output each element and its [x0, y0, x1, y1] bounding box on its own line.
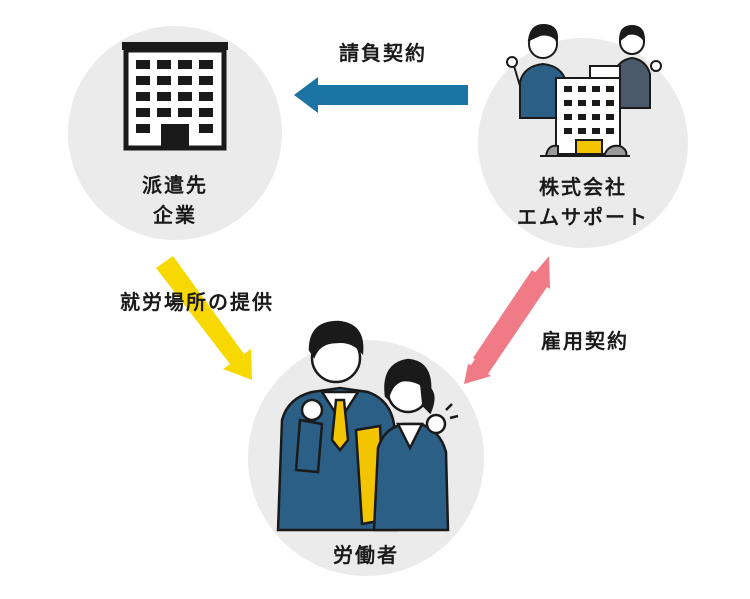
company-node-label-line1: 株式会社 [539, 175, 627, 199]
office-building-icon [122, 42, 228, 151]
client-node-label-line1: 派遣先 [142, 173, 208, 197]
workers-illustration [276, 320, 459, 532]
work-place-label: 就労場所の提供 [120, 290, 274, 314]
client-node-label: 派遣先 企業 [125, 170, 225, 230]
work-place-arrow [156, 256, 252, 380]
employment-contract-label: 雇用契約 [541, 329, 629, 353]
worker-node-label: 労働者 [333, 543, 399, 567]
company-people-building-illustration [506, 23, 662, 157]
client-node-label-line2: 企業 [153, 203, 197, 227]
dispatch-contract-arrow [294, 77, 468, 113]
company-node-label-line2: エムサポート [517, 205, 649, 229]
employment-contract-arrow-body [473, 270, 545, 367]
dispatch-contract-label: 請負契約 [339, 41, 427, 65]
company-node-label: 株式会社 エムサポート [488, 172, 678, 232]
